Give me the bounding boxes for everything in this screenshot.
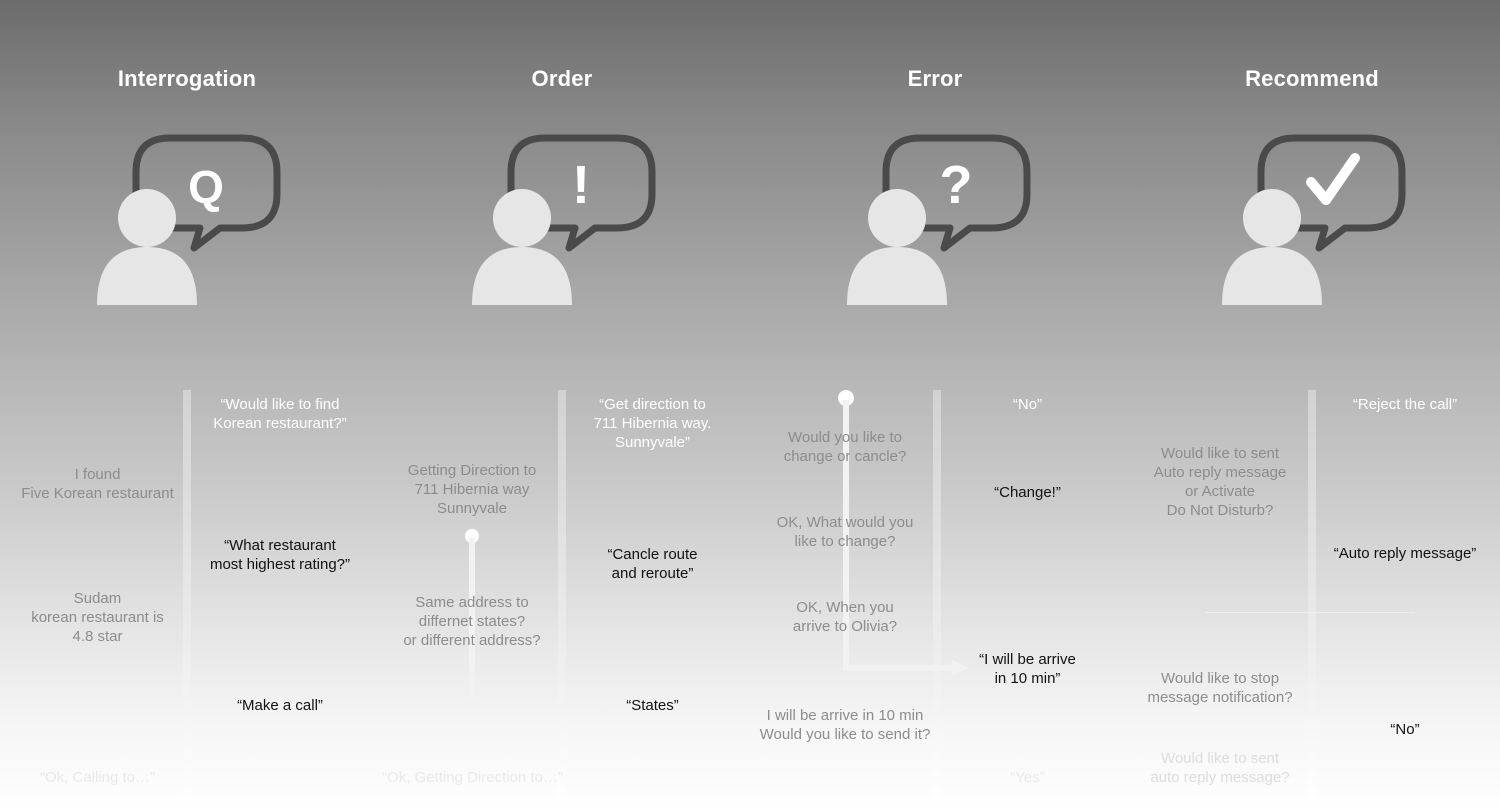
system-response: “Ok, Calling to…” [39, 769, 156, 786]
system-response: OK, When you arrive to Olivia? [792, 599, 898, 635]
bubble-symbol: Q [188, 161, 224, 213]
user-utterance: “Yes” [1010, 769, 1045, 786]
system-response: OK, What would you like to change? [776, 514, 914, 550]
column-title-error: Error [907, 66, 963, 91]
bubble-symbol: ! [572, 155, 590, 215]
system-response: Same address to differnet states? or dif… [403, 594, 541, 649]
speech-bubble-exclamation-person-icon: ! [472, 134, 656, 305]
timeline-bar [1308, 390, 1316, 800]
timeline-bar [558, 390, 566, 800]
column-title-interrogation: Interrogation [117, 66, 257, 91]
user-utterance: “No” [1390, 721, 1420, 738]
system-response: Would like to sent auto reply message? [1150, 750, 1290, 786]
timeline-bar [933, 390, 941, 800]
speech-bubble-q-person-icon: Q [97, 134, 281, 305]
user-utterance: “Would like to find Korean restaurant?” [213, 396, 347, 432]
timeline-bar [183, 390, 191, 800]
user-utterance: “No” [1012, 396, 1043, 413]
speech-bubble-check-person-icon [1222, 134, 1406, 305]
user-utterance: “What restaurant most highest rating?” [209, 537, 351, 573]
user-utterance: “Make a call” [237, 697, 323, 714]
divider [1205, 612, 1415, 613]
system-response: I will be arrive in 10 min Would you lik… [759, 707, 931, 743]
system-response: Would you like to change or cancle? [783, 429, 907, 465]
user-utterance: “Change!” [994, 484, 1061, 501]
check-mark [1306, 153, 1360, 205]
system-response: Would like to sent Auto reply message or… [1153, 445, 1287, 519]
user-utterance: “I will be arrive in 10 min” [979, 651, 1076, 687]
system-response: Sudam korean restaurant is 4.8 star [31, 590, 164, 645]
column-title-order: Order [531, 66, 593, 91]
system-response: Getting Direction to 711 Hibernia way Su… [407, 462, 537, 517]
column-title-recommend: Recommend [1245, 66, 1379, 91]
flow-arrow [465, 529, 615, 714]
user-utterance: “Auto reply message” [1333, 545, 1477, 562]
user-utterance: “Get direction to 711 Hibernia way. Sunn… [593, 396, 712, 451]
system-response: Would like to stop message notification? [1147, 670, 1293, 706]
user-utterance: “States” [626, 697, 679, 714]
speech-bubble-question-person-icon: ? [847, 134, 1031, 305]
user-utterance: “Reject the call” [1352, 396, 1458, 413]
system-response: “Ok, Getting Direction to…” [382, 769, 563, 786]
user-utterance: “Cancle route and reroute” [607, 546, 698, 582]
bubble-symbol: ? [940, 155, 973, 215]
system-response: I found Five Korean restaurant [21, 466, 174, 502]
flow-arrow [838, 390, 969, 676]
